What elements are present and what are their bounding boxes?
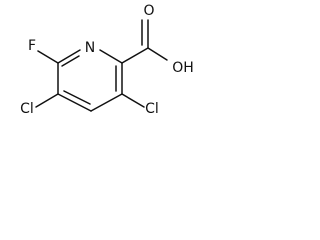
chlorine-left-label: Cl: [20, 101, 34, 117]
chemical-structure-diagram: N F Cl Cl O OH: [20, 3, 194, 117]
nitrogen-label: N: [85, 40, 95, 56]
bond-c4-c5: [57, 93, 92, 112]
bond-lines: [35, 19, 168, 112]
bond-c2-carboxyl: [121, 47, 149, 64]
chlorine-right-label: Cl: [145, 101, 159, 117]
bond-n-c6-double: [61, 55, 80, 67]
bond-c3-c4: [90, 93, 123, 112]
bond-n-c2: [99, 49, 123, 64]
structure-canvas: N F Cl Cl O OH: [0, 0, 206, 138]
bond-carboxyl-oh: [147, 47, 168, 61]
bond-c6-f: [37, 50, 59, 64]
bond-c5-cl: [35, 93, 59, 108]
bond-c4-c5-double: [63, 90, 91, 105]
bond-c3-cl: [121, 93, 145, 108]
oxygen-label: O: [143, 3, 154, 19]
bond-n-c6: [57, 49, 81, 64]
hydroxyl-label: OH: [172, 60, 194, 76]
fluorine-label: F: [28, 38, 36, 54]
